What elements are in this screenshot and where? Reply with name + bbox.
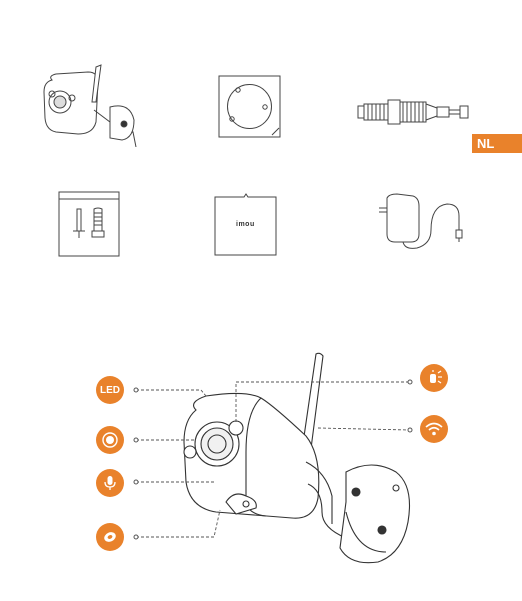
language-tab-nl: NL [472,134,522,153]
spotlight-icon [420,364,448,392]
camera-icon [38,62,143,147]
camera-diagram [96,352,456,592]
guide-icon: imou [214,193,277,256]
microphone-icon [96,469,124,497]
template-icon [218,75,281,138]
led-icon: LED [96,376,124,404]
led-label: LED [100,385,120,396]
guide-brand-text: imou [236,221,255,228]
wifi-icon [420,415,448,443]
light-sensor-icon [96,523,124,551]
power-adapter-icon [379,190,469,258]
screws-icon [58,191,120,257]
lens-icon [96,426,124,454]
connector-icon [355,96,473,128]
